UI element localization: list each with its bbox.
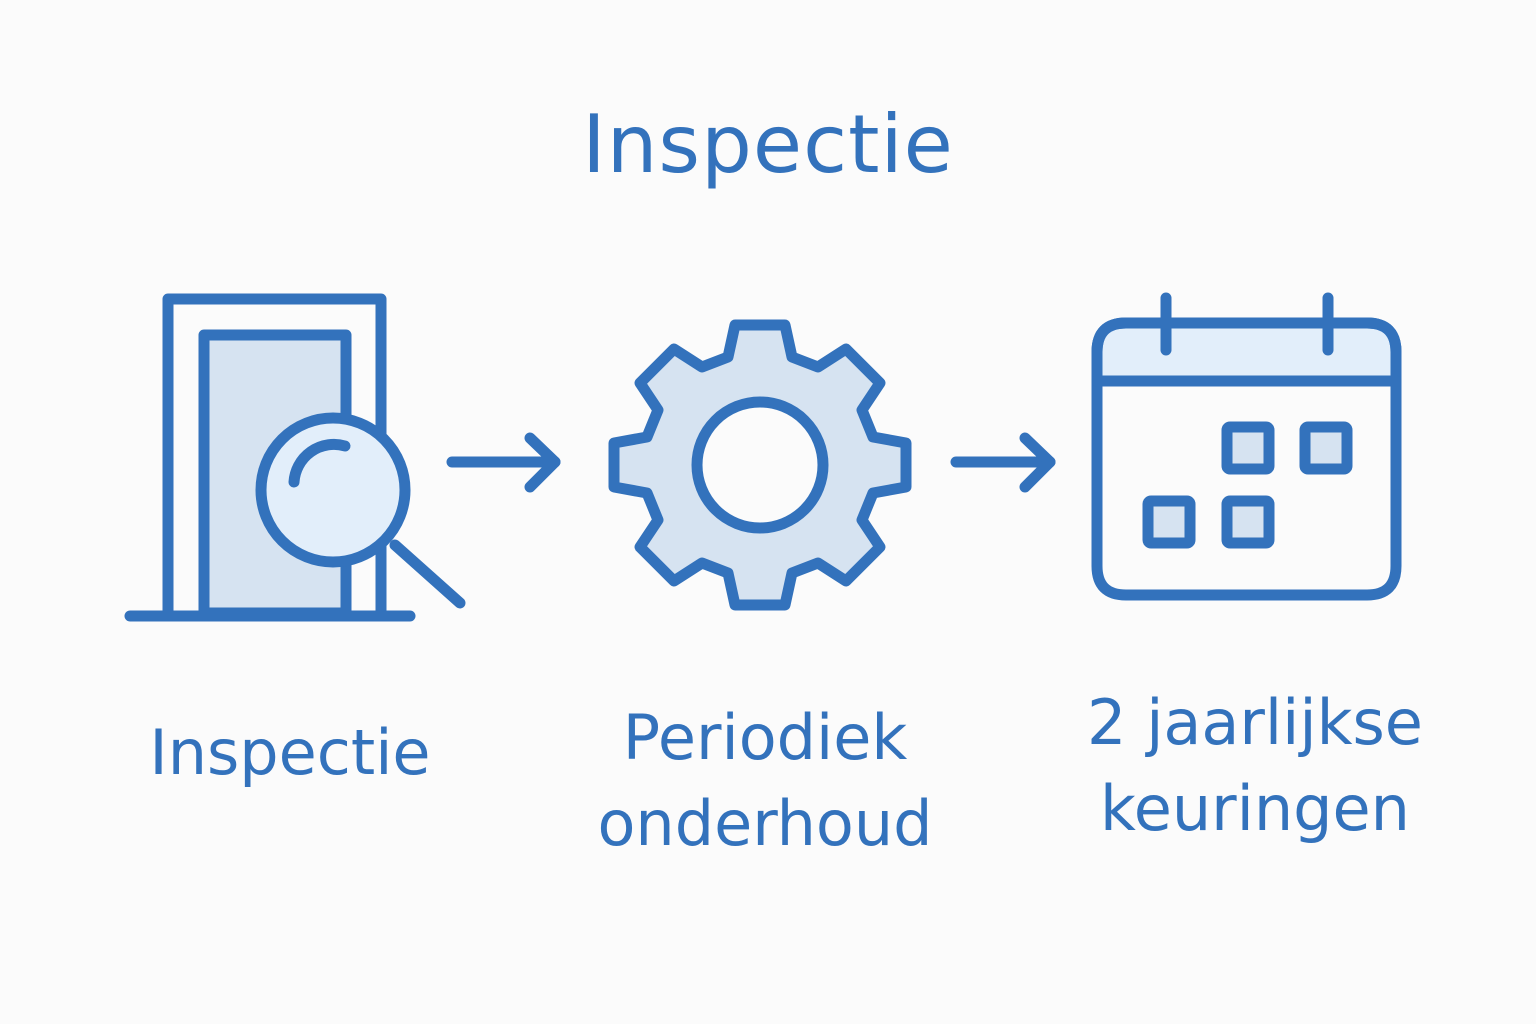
- label-line: Inspectie: [149, 716, 431, 789]
- label-line: 2 jaarlijkse: [1087, 686, 1423, 759]
- step-label-inspectie: Inspectie: [90, 710, 490, 796]
- label-line: keuringen: [1100, 772, 1410, 845]
- diagram-title: Inspectie: [582, 98, 954, 191]
- calendar-icon: [1091, 292, 1402, 601]
- label-line: onderhoud: [597, 787, 933, 860]
- gear-icon: [608, 319, 912, 611]
- arrow-right-icon: [950, 432, 1056, 493]
- step-label-periodiek-onderhoud: Periodiek onderhoud: [560, 695, 970, 867]
- door-magnifier-icon: [124, 293, 466, 622]
- label-line: Periodiek: [622, 701, 908, 774]
- arrow-right-icon: [446, 432, 561, 493]
- step-label-2-jaarlijkse-keuringen: 2 jaarlijkse keuringen: [1045, 680, 1465, 852]
